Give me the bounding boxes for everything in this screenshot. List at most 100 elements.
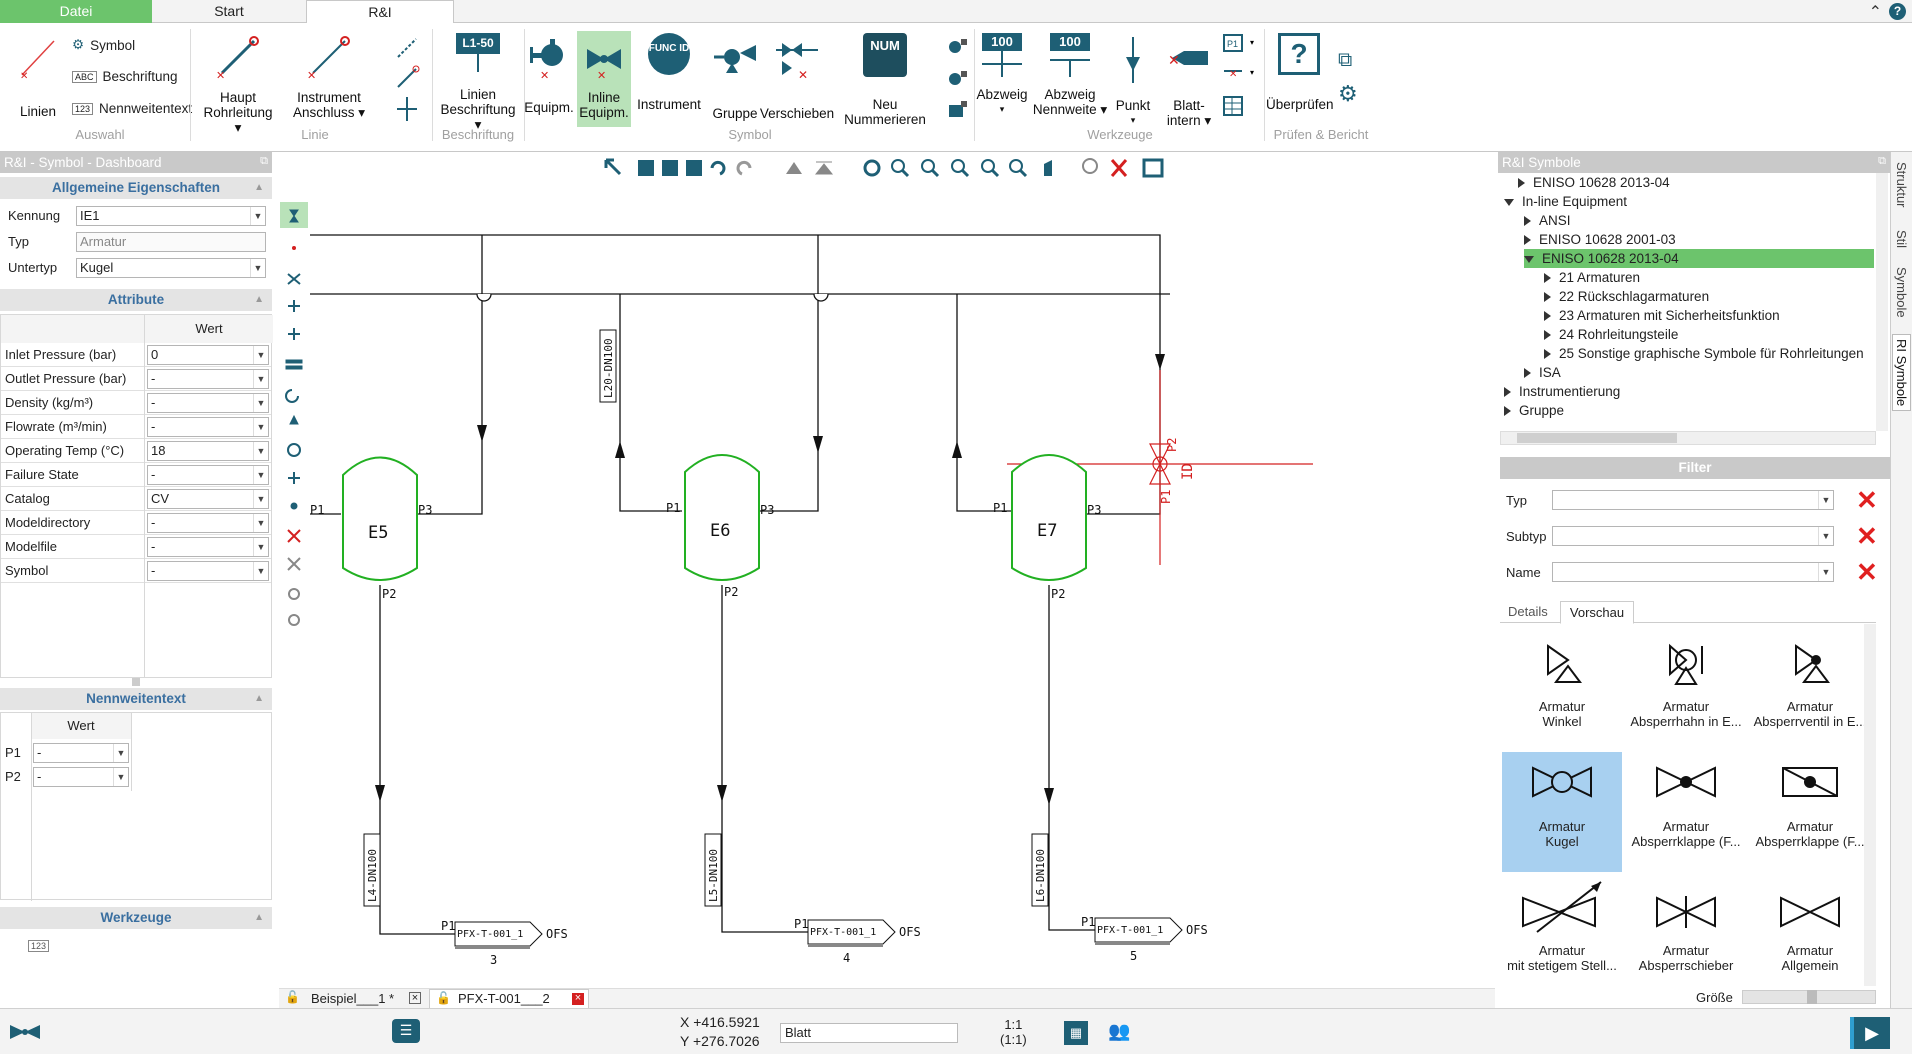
close-tab-1-icon[interactable]: × <box>409 992 421 1004</box>
tree-item[interactable]: 24 Rohrleitungsteile <box>1544 325 1678 344</box>
tree-item[interactable]: ANSI <box>1524 211 1571 230</box>
filter-typ-select[interactable]: ▼ <box>1552 490 1834 510</box>
canvas-side-tools[interactable] <box>282 204 308 664</box>
lock-icons[interactable] <box>944 31 970 131</box>
attribute-value-select[interactable]: 18▼ <box>147 441 269 461</box>
table-tools-icons[interactable]: P1▾✕▾ <box>1220 31 1260 131</box>
settings-gear-icon[interactable]: ⚙ <box>1338 81 1358 106</box>
attribute-value-select[interactable]: -▼ <box>147 561 269 581</box>
filter-name-select[interactable]: ▼ <box>1552 562 1834 582</box>
untertyp-select[interactable]: Kugel▼ <box>76 258 266 278</box>
collapse-icon[interactable]: ▲ <box>254 182 264 193</box>
instrument-anschluss-button[interactable]: ✕ Instrument Anschluss ▾ <box>288 33 370 120</box>
section-werkzeuge[interactable]: Werkzeuge▲ <box>0 907 272 929</box>
tab-vorschau[interactable]: Vorschau <box>1560 601 1634 624</box>
side-tab-struktur[interactable]: Struktur <box>1894 162 1909 208</box>
tree-item[interactable]: ENISO 10628 2013-04 <box>1518 173 1670 192</box>
tree-item[interactable]: Instrumentierung <box>1504 382 1620 401</box>
tree-item[interactable]: 21 Armaturen <box>1544 268 1640 287</box>
window-icon[interactable]: ⧉ <box>1338 49 1353 71</box>
tree-hscrollbar[interactable] <box>1500 431 1876 445</box>
pid-drawing[interactable]: P2 P1 ID E5 E6 E7 P1 P3 P2 P1 P3 P2 P1 P… <box>310 180 1496 986</box>
inline-equipm-button[interactable]: ✕ Inline Equipm. <box>577 31 631 127</box>
tab-datei[interactable]: Datei <box>0 0 152 23</box>
section-nennweitentext[interactable]: Nennweitentext▲ <box>0 688 272 710</box>
ueberpruefen-button[interactable]: ? Überprüfen <box>1266 33 1334 112</box>
punkt-button[interactable]: Punkt ▾ <box>1110 33 1156 128</box>
neu-nummerieren-button[interactable]: NUM Neu Nummerieren <box>830 33 940 127</box>
close-tab-2-icon[interactable]: × <box>572 993 584 1005</box>
blatt-intern-button[interactable]: ✕ Blatt- intern ▾ <box>1160 33 1218 128</box>
gruppe-button[interactable]: Gruppe <box>704 33 766 121</box>
side-tab-ri-symbole[interactable]: RI Symbole <box>1892 334 1911 412</box>
line-style-icons[interactable] <box>392 31 422 131</box>
symbol-button[interactable]: ⚙Symbol <box>72 37 135 53</box>
equipm-button[interactable]: ✕ Equipm. <box>524 33 574 115</box>
doc-tab-1[interactable]: Beispiel___1 * <box>311 991 395 1006</box>
abzweig-button[interactable]: 100 Abzweig ▾ <box>976 33 1028 114</box>
pin-icon[interactable]: ⧉ <box>260 155 268 167</box>
tree-vscrollbar[interactable] <box>1876 173 1888 431</box>
size-slider[interactable] <box>1742 990 1876 1004</box>
section-attribute[interactable]: Attribute▲ <box>0 289 272 311</box>
tree-item[interactable]: In-line Equipment <box>1504 192 1627 211</box>
attribute-value-select[interactable]: -▼ <box>147 537 269 557</box>
attribute-value-select[interactable]: -▼ <box>147 465 269 485</box>
tree-item[interactable]: 25 Sonstige graphische Symbole für Rohrl… <box>1544 344 1864 363</box>
canvas-toolbar-icons[interactable] <box>600 154 1180 182</box>
attribute-value-select[interactable]: -▼ <box>147 417 269 437</box>
help-icon[interactable]: ? <box>1889 3 1906 20</box>
nenn-p1-select[interactable]: -▼ <box>33 743 129 763</box>
attribute-value-select[interactable]: CV▼ <box>147 489 269 509</box>
tree-item[interactable]: Gruppe <box>1504 401 1564 420</box>
attribute-value-select[interactable]: -▼ <box>147 369 269 389</box>
filter-subtyp-select[interactable]: ▼ <box>1552 526 1834 546</box>
linien-beschriftung-button[interactable]: L1-50 Linien Beschriftung ▾ <box>436 33 520 132</box>
users-icon[interactable]: 👥 <box>1108 1021 1131 1041</box>
tree-item[interactable]: ENISO 10628 2001-03 <box>1524 230 1676 249</box>
nennweitentext-tool-icon[interactable]: 123 <box>28 940 50 952</box>
section-allgemein[interactable]: Allgemeine Eigenschaften▲ <box>0 177 272 199</box>
abzweig-nennweite-button[interactable]: 100 Abzweig Nennweite ▾ <box>1032 33 1108 117</box>
tab-start[interactable]: Start <box>214 3 244 19</box>
attribute-value-select[interactable]: 0▼ <box>147 345 269 365</box>
kennung-select[interactable]: IE1▼ <box>76 206 266 226</box>
haupt-rohrleitung-button[interactable]: ✕ Haupt Rohrleitung ▾ <box>200 33 276 135</box>
run-button[interactable]: ▶ <box>1850 1017 1890 1049</box>
collapse-ribbon-icon[interactable]: ⌃ <box>1868 4 1882 21</box>
chat-icon[interactable]: ☰ <box>392 1019 420 1043</box>
blatt-input[interactable]: Blatt <box>780 1023 958 1043</box>
attribute-value-select[interactable]: -▼ <box>147 513 269 533</box>
tab-details[interactable]: Details <box>1508 604 1548 619</box>
tab-ri[interactable]: R&I <box>306 0 454 24</box>
side-tab-symbole[interactable]: Symbole <box>1894 267 1909 318</box>
pin-icon[interactable]: ⧉ <box>1878 155 1886 167</box>
verschieben-button[interactable]: ✕ Verschieben <box>758 33 836 121</box>
filter-header[interactable]: Filter <box>1500 457 1890 479</box>
instrument-button[interactable]: FUNC ID Instrument <box>634 33 704 112</box>
collapse-icon[interactable]: ▲ <box>254 294 264 305</box>
clear-name-icon[interactable]: ✕ <box>1856 557 1878 587</box>
tree-item[interactable]: 22 Rückschlagarmaturen <box>1544 287 1709 306</box>
linien-button[interactable]: ✕ Linien <box>8 33 68 119</box>
scroll-thumb[interactable] <box>1517 433 1677 443</box>
tree-item[interactable]: ISA <box>1524 363 1561 382</box>
attribute-value-select[interactable]: -▼ <box>147 393 269 413</box>
nenn-p2-select[interactable]: -▼ <box>33 767 129 787</box>
grid-icon[interactable]: ▦ <box>1064 1021 1088 1045</box>
clear-subtyp-icon[interactable]: ✕ <box>1856 521 1878 551</box>
splitter-handle[interactable] <box>132 678 140 686</box>
clear-typ-icon[interactable]: ✕ <box>1856 485 1878 515</box>
preview-scrollbar[interactable] <box>1864 624 1876 986</box>
side-tab-stil[interactable]: Stil <box>1894 230 1909 249</box>
